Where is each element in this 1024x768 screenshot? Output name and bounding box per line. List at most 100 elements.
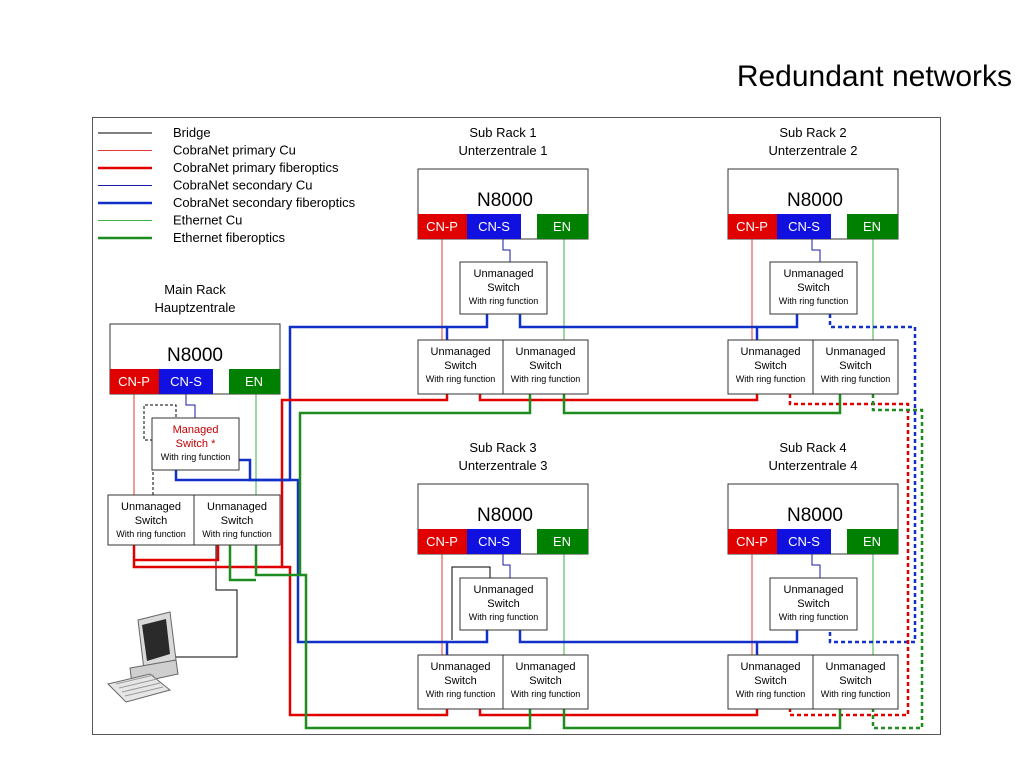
switch-line1: Unmanaged (516, 661, 576, 673)
port-cn-s-label: CN-S (478, 534, 510, 549)
switch-box (193, 494, 281, 546)
legend-label: CobraNet secondary Cu (173, 178, 312, 193)
ring-ethernet (562, 394, 842, 415)
port-cn-p-label: CN-P (118, 374, 150, 389)
ring-ethernet (300, 573, 532, 730)
port-en (847, 214, 898, 239)
slide-title: Redundant networks (736, 60, 1012, 93)
legend-entry: Ethernet Cu (98, 213, 242, 228)
switch-line2: Switch (839, 675, 871, 687)
switch-line2: Switch (487, 598, 519, 610)
ring-secondary (518, 629, 757, 644)
port-cn-p-label: CN-P (426, 219, 458, 234)
port-cn-p (110, 369, 159, 394)
rack-sublabel: Unterzentrale 4 (769, 458, 858, 473)
link-secondary-fiber (445, 314, 489, 340)
device-name: N8000 (787, 505, 843, 526)
port-cn-s-label: CN-S (478, 219, 510, 234)
switch-line2: Switch (754, 360, 786, 372)
switch-line1: Unmanaged (121, 501, 181, 513)
computer-icon (107, 611, 179, 703)
ring-primary (134, 545, 220, 562)
switch-box (459, 261, 548, 315)
legend-label: CobraNet secondary fiberoptics (173, 195, 356, 210)
ring-ethernet-dashed (871, 394, 924, 730)
link-secondary-fiber (445, 629, 489, 655)
device-name: N8000 (787, 190, 843, 211)
switch-line3: With ring function (426, 689, 496, 699)
switch-line3: With ring function (779, 612, 849, 622)
switch-line1: Unmanaged (784, 584, 844, 596)
port-cn-p-label: CN-P (736, 219, 768, 234)
port-en-label: EN (863, 219, 881, 234)
device-name: N8000 (477, 505, 533, 526)
ring-primary (282, 565, 449, 717)
port-cn-p-label: CN-P (736, 534, 768, 549)
ring-primary-dashed (788, 394, 910, 717)
keyboard-key-row (121, 682, 161, 693)
keyboard-key-row (118, 678, 158, 689)
link-cns-cu (811, 239, 821, 262)
legend-entry: CobraNet secondary fiberoptics (98, 195, 356, 210)
rack-label: Sub Rack 2 (779, 125, 846, 140)
switch-line1: Unmanaged (741, 661, 801, 673)
rack-label-sub2: Sub Rack 2 Unterzentrale 2 (769, 125, 858, 158)
switch-box (727, 339, 814, 395)
diagram-frame (92, 117, 941, 735)
port-en-label: EN (553, 219, 571, 234)
ring-ethernet (562, 709, 842, 730)
switch-box (502, 339, 589, 395)
port-en-label: EN (553, 534, 571, 549)
switch-line2: Switch (529, 675, 561, 687)
port-cn-p (728, 529, 777, 554)
port-en (537, 529, 588, 554)
switch-line3: With ring function (469, 612, 539, 622)
port-cn-s (159, 369, 213, 394)
switch-line3: With ring function (736, 374, 806, 384)
switch-box (151, 417, 240, 471)
port-cn-s-label: CN-S (170, 374, 202, 389)
ring-primary (478, 394, 759, 402)
rack-label: Sub Rack 4 (779, 440, 846, 455)
rack-label-sub4: Sub Rack 4 Unterzentrale 4 (769, 440, 858, 473)
rack-sublabel: Unterzentrale 2 (769, 143, 858, 158)
switch-line3: With ring function (511, 374, 581, 384)
switch-box (459, 577, 548, 631)
link-secondary-fiber (755, 629, 799, 655)
link-computer (170, 545, 238, 658)
switch-box (417, 339, 504, 395)
legend-entry: CobraNet primary fiberoptics (98, 160, 339, 175)
legend-entry: CobraNet primary Cu (98, 143, 296, 158)
switch-line2: Switch * (176, 438, 216, 450)
switch-line1: Unmanaged (431, 346, 491, 358)
legend-entry: CobraNet secondary Cu (98, 178, 312, 193)
rack-label: Sub Rack 3 (469, 440, 536, 455)
ring-secondary (518, 314, 757, 329)
switch-line3: With ring function (821, 374, 891, 384)
legend-label: Bridge (173, 125, 211, 140)
switch-line3: With ring function (821, 689, 891, 699)
switch-line2: Switch (487, 282, 519, 294)
legend-entry: Ethernet fiberoptics (98, 230, 286, 245)
switch-line1: Unmanaged (516, 346, 576, 358)
switch-line1: Unmanaged (826, 661, 886, 673)
switch-line1: Unmanaged (431, 661, 491, 673)
port-cn-s (467, 214, 521, 239)
legend-entry: Bridge (98, 125, 211, 140)
